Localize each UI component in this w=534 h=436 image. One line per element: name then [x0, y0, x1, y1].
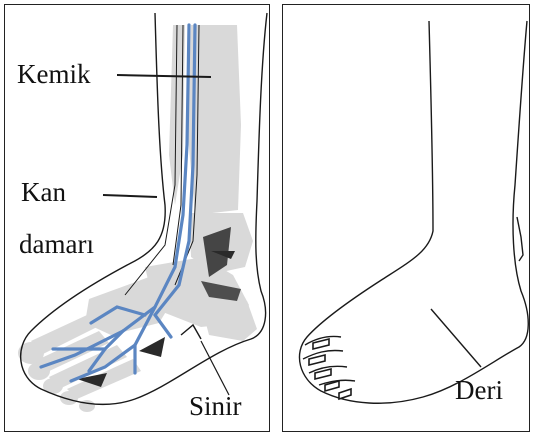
- foot-outline: [299, 21, 528, 403]
- vessel-label-line1: Kan: [21, 177, 66, 207]
- skin-label: Deri: [455, 375, 503, 405]
- toenails: [309, 339, 351, 399]
- nerve-label: Sinir: [189, 391, 242, 421]
- bone-label: Kemik: [17, 59, 91, 89]
- anatomy-panel: Kemik Kan damarı Sinir: [4, 4, 270, 432]
- foot-outline-drawing: [283, 5, 530, 432]
- skin-panel: Deri: [282, 4, 530, 432]
- vessel-label-line2: damarı: [19, 229, 94, 259]
